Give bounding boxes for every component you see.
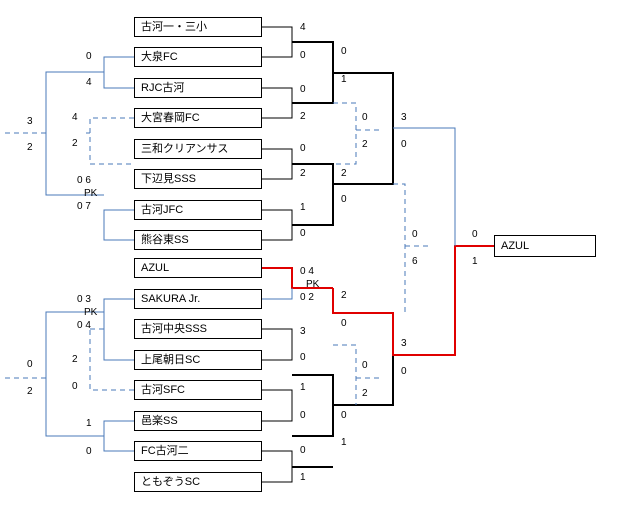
team-box: FC古河二 [134,441,262,461]
team-box: 古河中央SSS [134,319,262,339]
score-label: 2 [300,168,306,179]
score-label: 1 [86,418,92,429]
score-label: 0 [341,194,347,205]
score-label: 2 [72,138,78,149]
score-label: 3 [401,338,407,349]
score-label: 2 [27,142,33,153]
score-label: 2 [300,111,306,122]
score-label: 2 [341,168,347,179]
score-label: 1 [300,382,306,393]
score-label: 0 [300,352,306,363]
score-label: 1 [300,472,306,483]
team-box: SAKURA Jr. [134,289,262,309]
score-label: 0 [86,446,92,457]
score-label: 0 6 [77,175,91,186]
score-label: 0 [362,112,368,123]
team-box: 大泉FC [134,47,262,67]
team-box: 上尾朝日SC [134,350,262,370]
score-label: 0 [472,229,478,240]
score-label: 0 [401,366,407,377]
team-box: 古河SFC [134,380,262,400]
score-label: 0 2 [300,292,314,303]
score-label: 2 [341,290,347,301]
team-box: 三和クリアンサス [134,139,262,159]
score-label: 0 [341,410,347,421]
score-label: 3 [27,116,33,127]
winner-path [262,245,494,356]
team-box: ともぞうSC [134,472,262,492]
score-label: 4 [72,112,78,123]
team-box: 邑楽SS [134,411,262,431]
team-box: AZUL [134,258,262,278]
score-label: 1 [341,437,347,448]
team-box: 大宮春岡FC [134,108,262,128]
score-label: 0 7 [77,201,91,212]
team-box: 下辺見SSS [134,169,262,189]
score-label: 4 [300,22,306,33]
score-label: 3 [300,326,306,337]
dashed-connectors [5,102,430,405]
score-label: 0 [401,139,407,150]
score-label: 0 4 [300,266,314,277]
team-box: RJC古河 [134,78,262,98]
score-label: 0 [300,84,306,95]
pk-label: PK [306,279,320,290]
score-label: 2 [362,388,368,399]
score-label: 0 4 [77,320,91,331]
score-label: 4 [86,77,92,88]
score-label: 0 [300,50,306,61]
score-label: 0 [412,229,418,240]
team-box: 熊谷東SS [134,230,262,250]
round1-connectors [262,26,293,483]
team-box: 古河JFC [134,200,262,220]
score-label: 1 [341,74,347,85]
score-label: 0 3 [77,294,91,305]
score-label: 1 [472,256,478,267]
pk-label: PK [84,188,98,199]
score-label: 0 [341,318,347,329]
champion-box: AZUL [494,235,596,257]
score-label: 0 [300,228,306,239]
score-label: 0 [27,359,33,370]
score-label: 3 [401,112,407,123]
score-label: 2 [362,139,368,150]
score-label: 2 [72,354,78,365]
score-label: 0 [86,51,92,62]
round2-connectors [292,41,394,468]
score-label: 0 [72,381,78,392]
score-label: 0 [362,360,368,371]
score-label: 6 [412,256,418,267]
score-label: 0 [300,143,306,154]
team-box: 古河一・三小 [134,17,262,37]
score-label: 0 [300,410,306,421]
score-label: 1 [300,202,306,213]
score-label: 2 [27,386,33,397]
score-label: 0 [341,46,347,57]
score-label: 0 [300,445,306,456]
pk-label: PK [84,307,98,318]
